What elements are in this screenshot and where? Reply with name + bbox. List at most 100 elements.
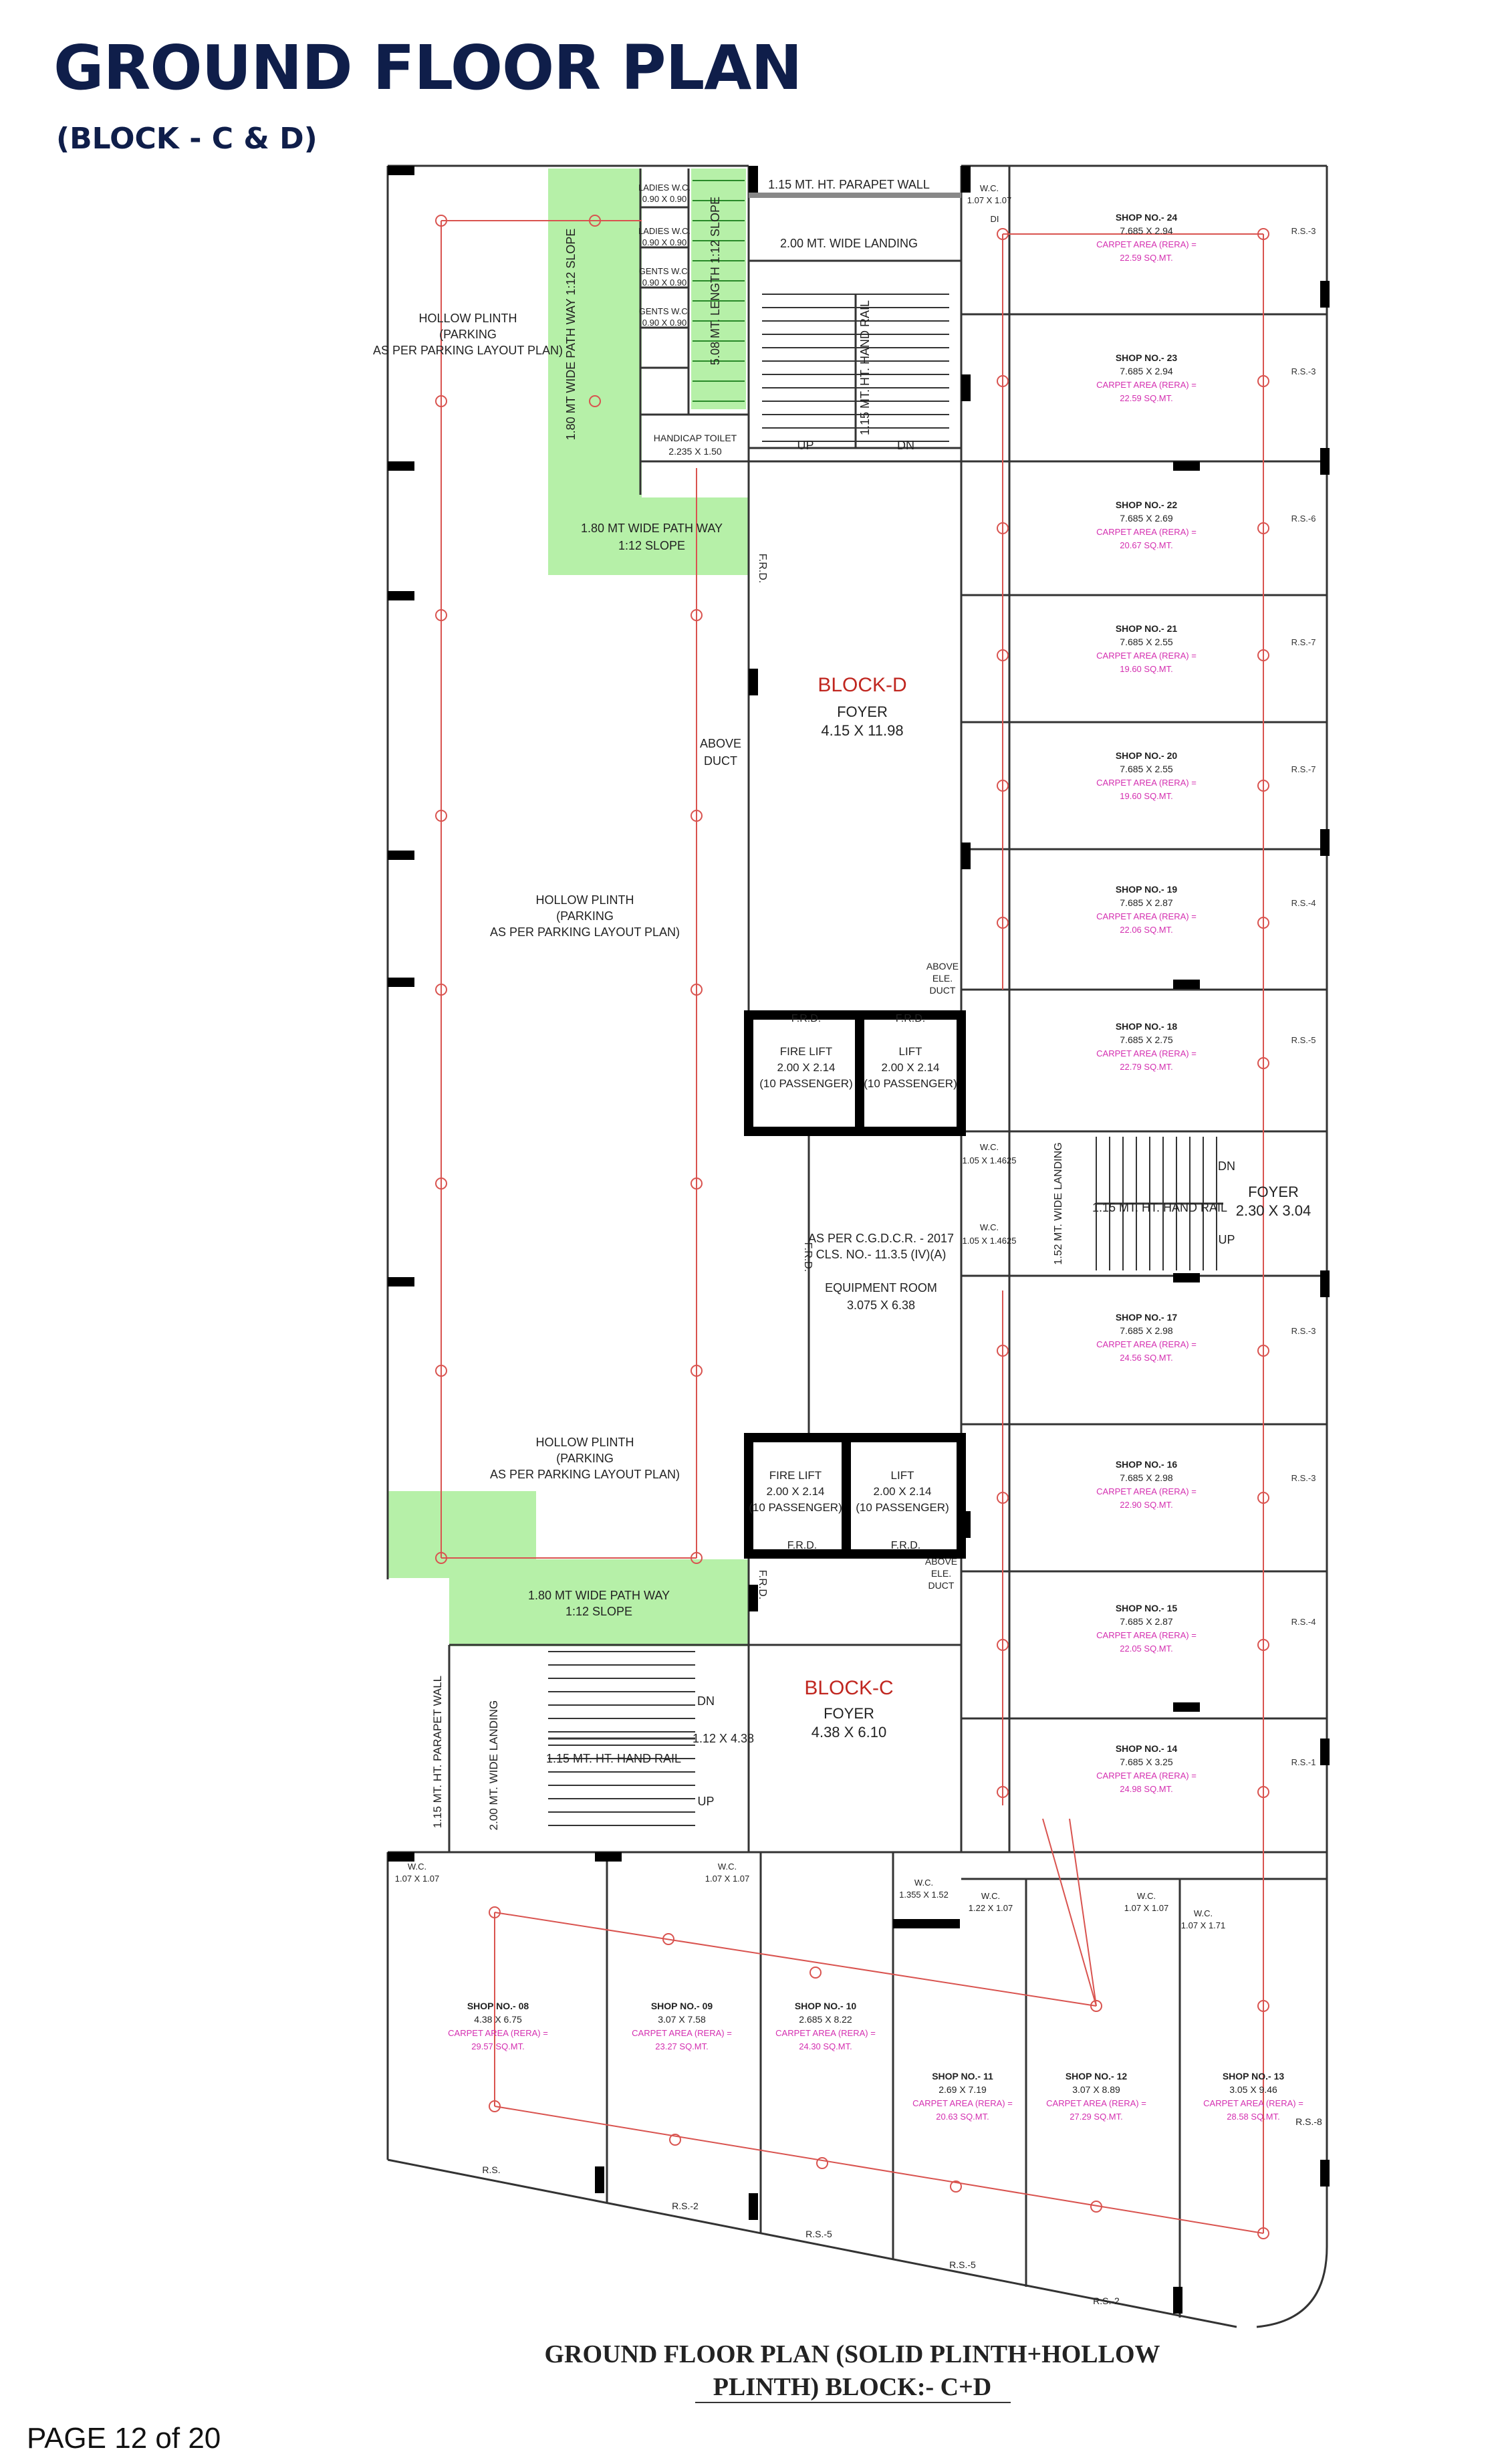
page-number: PAGE 12 of 20 xyxy=(27,2422,221,2455)
label-above-duct-2: DUCT xyxy=(704,754,737,768)
label-wc-b3-size: 1.355 X 1.52 xyxy=(899,1890,949,1900)
shop-name: SHOP NO.- 13 xyxy=(1223,2071,1285,2082)
label-hollow-3a: HOLLOW PLINTH xyxy=(535,1436,634,1449)
label-wc-right-2: W.C. xyxy=(980,1222,999,1232)
shop-carpet-label: CARPET AREA (RERA) = xyxy=(1096,239,1197,249)
label-above-duct-1: ABOVE xyxy=(700,737,741,750)
label-up-right: UP xyxy=(1218,1233,1235,1246)
label-up-d: UP xyxy=(797,439,814,452)
label-block-d: BLOCK-D xyxy=(818,674,906,696)
shop-size: 4.38 X 6.75 xyxy=(474,2014,522,2025)
stairs-d xyxy=(762,294,949,448)
label-hollow-1a: HOLLOW PLINTH xyxy=(418,312,517,325)
shop-carpet-label: CARPET AREA (RERA) = xyxy=(1096,651,1197,661)
label-wc-right-1: W.C. xyxy=(980,1142,999,1152)
label-wc-b2-size: 1.07 X 1.07 xyxy=(705,1874,750,1884)
shop-size: 2.69 X 7.19 xyxy=(939,2084,987,2095)
shop-name: SHOP NO.- 22 xyxy=(1116,499,1178,510)
label-wc-b1-size: 1.07 X 1.07 xyxy=(395,1874,440,1884)
shop-name: SHOP NO.- 19 xyxy=(1116,884,1178,895)
label-stair-c-size: 1.12 X 4.38 xyxy=(693,1732,754,1745)
label-frd-lift-d2: F.R.D. xyxy=(896,1013,925,1024)
label-parapet-c: 1.15 MT. HT. PARAPET WALL xyxy=(431,1676,444,1828)
stairs-c xyxy=(548,1651,695,1826)
shop-rs: R.S.-3 xyxy=(1291,226,1316,236)
label-hollow-3b: (PARKING xyxy=(556,1452,614,1465)
label-fire-lift-d: FIRE LIFT xyxy=(780,1045,832,1058)
pathways xyxy=(388,169,749,1646)
shop-name: SHOP NO.- 12 xyxy=(1066,2071,1128,2082)
label-hollow-1c: AS PER PARKING LAYOUT PLAN) xyxy=(373,344,563,357)
columns xyxy=(388,166,1330,2314)
shop-carpet-area: 19.60 SQ.MT. xyxy=(1120,791,1172,801)
label-equipment-room: EQUIPMENT ROOM xyxy=(825,1281,937,1295)
shop-size: 7.685 X 3.25 xyxy=(1120,1757,1173,1767)
label-fire-lift-c-size: 2.00 X 2.14 xyxy=(767,1485,825,1498)
label-rs5-bottom: R.S.-5 xyxy=(805,2229,832,2239)
label-rs2-bottom-2: R.S.-2 xyxy=(1093,2295,1120,2306)
shop-carpet-area: 20.63 SQ.MT. xyxy=(936,2112,989,2122)
label-parapet-top: 1.15 MT. HT. PARAPET WALL xyxy=(768,178,930,191)
shop-name: SHOP NO.- 10 xyxy=(795,2001,857,2011)
shop-size: 7.685 X 2.69 xyxy=(1120,513,1173,524)
label-path-bottom-slope: 1:12 SLOPE xyxy=(566,1605,632,1618)
shop-carpet-area: 29.57 SQ.MT. xyxy=(471,2041,524,2051)
label-foyer-c: FOYER xyxy=(824,1705,874,1722)
label-landing-right: 1.52 MT. WIDE LANDING xyxy=(1053,1142,1064,1264)
label-wc-b4-size: 1.22 X 1.07 xyxy=(969,1903,1013,1913)
label-wc-b4: W.C. xyxy=(981,1891,1000,1901)
shop-carpet-area: 22.59 SQ.MT. xyxy=(1120,393,1172,403)
shop-carpet-label: CARPET AREA (RERA) = xyxy=(1096,911,1197,921)
shop-carpet-area: 22.90 SQ.MT. xyxy=(1120,1500,1172,1510)
shop-size: 7.685 X 2.94 xyxy=(1120,366,1173,376)
shop-carpet-area: 19.60 SQ.MT. xyxy=(1120,664,1172,674)
label-frd-lift-c2: F.R.D. xyxy=(891,1540,920,1551)
label-lift-d-pass: (10 PASSENGER) xyxy=(864,1077,957,1090)
label-handicap-size: 2.235 X 1.50 xyxy=(668,446,722,457)
shop-carpet-area: 22.79 SQ.MT. xyxy=(1120,1062,1172,1072)
shop-rs: R.S.-5 xyxy=(1291,1035,1316,1045)
label-rs2-bottom: R.S.-2 xyxy=(672,2201,699,2211)
shop-name: SHOP NO.- 08 xyxy=(467,2001,529,2011)
shop-rs: R.S.-4 xyxy=(1291,898,1316,908)
label-gents-wc-2: GENTS W.C. xyxy=(639,306,691,316)
label-block-c: BLOCK-C xyxy=(804,1677,893,1699)
label-above-ele-duct-d2: ELE. xyxy=(932,973,953,984)
label-ladies-wc-2: LADIES W.C. xyxy=(638,226,691,236)
shop-carpet-area: 20.67 SQ.MT. xyxy=(1120,540,1172,550)
label-handicap-toilet: HANDICAP TOILET xyxy=(654,433,737,443)
shop-name: SHOP NO.- 14 xyxy=(1116,1743,1178,1754)
shop-dividers xyxy=(961,166,1327,1880)
label-fire-lift-d-pass: (10 PASSENGER) xyxy=(759,1077,853,1090)
label-rs5-bottom-2: R.S.-5 xyxy=(949,2259,976,2270)
shop-name: SHOP NO.- 17 xyxy=(1116,1312,1178,1323)
label-ladies-wc-1: LADIES W.C. xyxy=(638,183,691,193)
label-fire-lift-c: FIRE LIFT xyxy=(769,1469,822,1482)
page-subtitle: (BLOCK - C & D) xyxy=(56,122,318,156)
shop-carpet-area: 22.59 SQ.MT. xyxy=(1120,253,1172,263)
shop-name: SHOP NO.- 18 xyxy=(1116,1021,1178,1032)
shop-carpet-label: CARPET AREA (RERA) = xyxy=(1096,1486,1197,1496)
shop-size: 3.07 X 7.58 xyxy=(658,2014,706,2025)
label-above-ele-duct-c3: DUCT xyxy=(928,1580,955,1591)
label-dn-c: DN xyxy=(697,1694,715,1708)
label-path-top-slope: 1:12 SLOPE xyxy=(618,539,685,552)
label-up-c: UP xyxy=(697,1795,714,1808)
label-foyer-c-size: 4.38 X 6.10 xyxy=(811,1724,887,1741)
label-gents-wc-2-size: 0.90 X 0.90 xyxy=(642,318,687,328)
shop-rs: R.S.-7 xyxy=(1291,764,1316,774)
label-wc-b3: W.C. xyxy=(914,1878,933,1888)
parapet-top xyxy=(749,193,961,198)
label-ladies-wc-2-size: 0.90 X 0.90 xyxy=(642,237,687,247)
label-lift-d-size: 2.00 X 2.14 xyxy=(882,1061,940,1074)
label-hollow-2c: AS PER PARKING LAYOUT PLAN) xyxy=(490,925,680,939)
label-path-top: 1.80 MT WIDE PATH WAY xyxy=(581,522,723,535)
label-gents-wc-1: GENTS W.C. xyxy=(639,266,691,276)
shop-carpet-label: CARPET AREA (RERA) = xyxy=(448,2028,548,2038)
label-foyer-right-size: 2.30 X 3.04 xyxy=(1236,1202,1311,1219)
shop-size: 7.685 X 2.98 xyxy=(1120,1472,1173,1483)
label-above-ele-duct-c: ABOVE xyxy=(925,1556,957,1567)
label-path-vertical: 1.80 MT WIDE PATH WAY 1:12 SLOPE xyxy=(564,229,578,441)
label-fire-lift-d-size: 2.00 X 2.14 xyxy=(777,1061,836,1074)
